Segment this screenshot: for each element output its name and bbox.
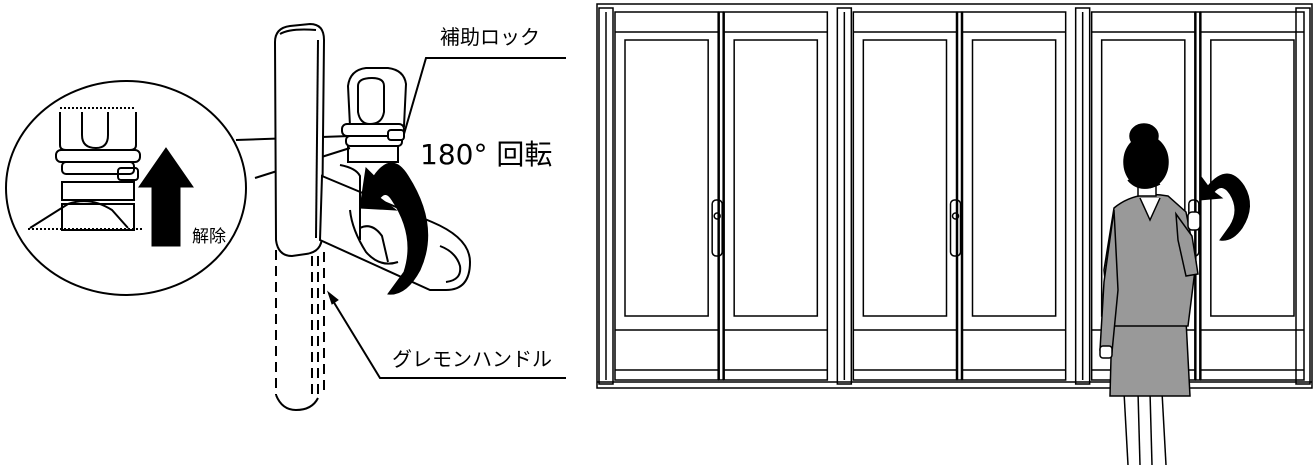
rack-door: [723, 11, 829, 381]
door-lock-icon: [951, 212, 960, 220]
release-label: 解除: [192, 227, 226, 247]
gremon-handle-bar: [273, 22, 326, 412]
rack-door: [961, 11, 1067, 381]
rack-door: [852, 11, 958, 381]
rack-outer-frame: [596, 3, 1313, 389]
release-arrow-icon: [138, 147, 194, 247]
door-panel: [971, 39, 1057, 317]
rack-door: [614, 11, 719, 381]
zoom-inset: [5, 80, 247, 296]
aux-lock-knob: [318, 67, 472, 291]
handle-detail-figure: [5, 22, 566, 412]
rack-post: [1295, 7, 1311, 385]
door-seam: [1195, 11, 1201, 381]
door-seam: [956, 11, 963, 381]
aux-lock-label: 補助ロック: [440, 25, 540, 49]
door-lock-icon: [713, 212, 721, 220]
person-figure: [1099, 123, 1201, 465]
rotation-arrow-small-icon: [1199, 173, 1250, 241]
rotation-label: 180° 回転: [420, 138, 552, 171]
door-seam: [718, 11, 724, 381]
rack-post: [836, 7, 853, 385]
rack-post: [1074, 7, 1091, 385]
handle-label: グレモンハンドル: [392, 347, 552, 371]
rotation-arrow-icon: [359, 162, 429, 295]
door-panel: [1210, 39, 1295, 317]
door-handle: [711, 199, 723, 257]
rack-post: [598, 7, 614, 385]
door-panel: [862, 39, 948, 317]
door-panel: [624, 39, 709, 317]
door-panel: [733, 39, 819, 317]
door-handle: [949, 199, 962, 257]
